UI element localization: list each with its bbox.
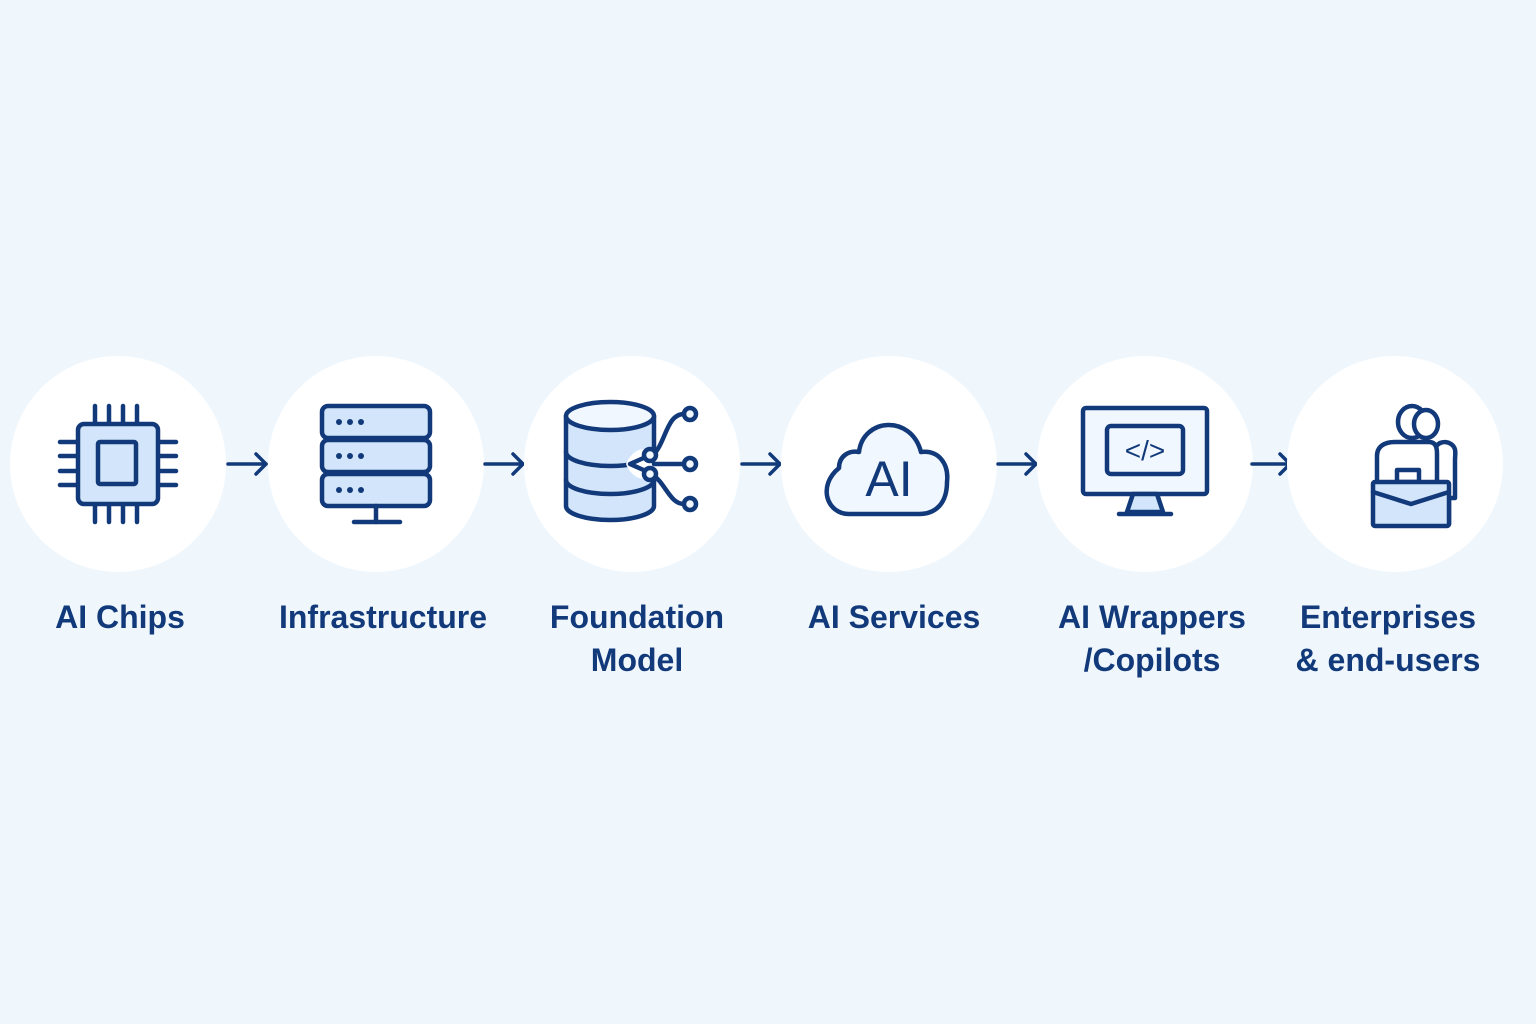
- step-label: Enterprises & end-users: [1295, 599, 1481, 678]
- users-briefcase-icon: [1370, 403, 1458, 529]
- database-network-icon: [563, 399, 699, 523]
- step-label: AI Chips: [55, 599, 185, 635]
- step-enterprises-end-users: [1287, 356, 1503, 572]
- arrow-right-icon: [996, 452, 1038, 476]
- ai-text: AI: [865, 451, 912, 507]
- server-icon: [319, 403, 433, 525]
- arrow-right-icon: [226, 452, 268, 476]
- step-ai-services: AI: [781, 356, 997, 572]
- step-label: AI Wrappers /Copilots: [1058, 599, 1246, 678]
- chip-icon: [57, 403, 179, 525]
- arrow-right-icon: [740, 452, 782, 476]
- monitor-code-icon: </>: [1080, 405, 1210, 517]
- step-infrastructure: [268, 356, 484, 572]
- step-label: Infrastructure: [278, 599, 488, 635]
- ai-cloud-icon: AI: [824, 422, 950, 517]
- step-ai-chips: [10, 356, 226, 572]
- arrow-right-icon: [483, 452, 525, 476]
- step-foundation-model: [524, 356, 740, 572]
- code-text: </>: [1125, 435, 1165, 466]
- step-label: Foundation Model: [549, 599, 725, 678]
- step-ai-wrappers-copilots: </>: [1037, 356, 1253, 572]
- step-label: AI Services: [807, 599, 981, 635]
